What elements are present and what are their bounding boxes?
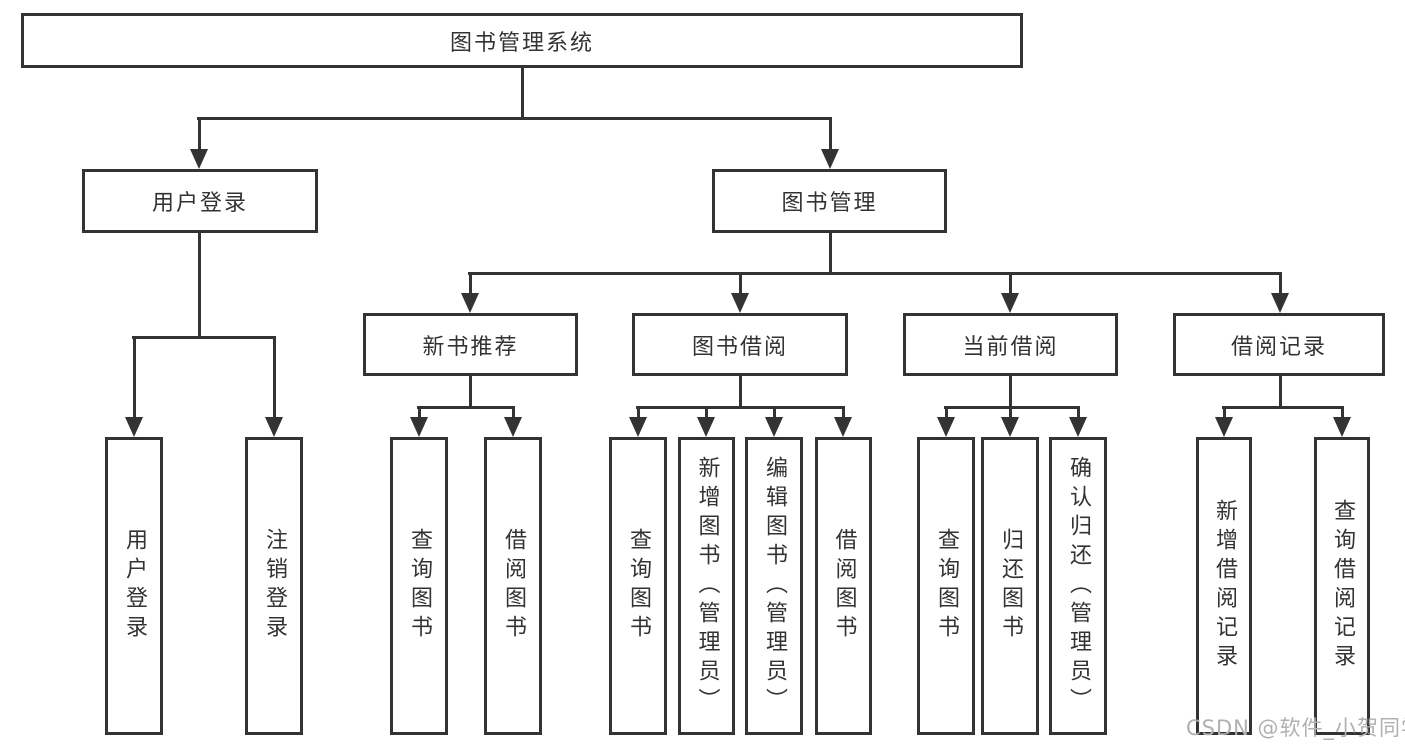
watermark-text: CSDN @软件_小贺同学 <box>1186 716 1405 740</box>
arrowhead-icon <box>629 417 647 437</box>
connector-line <box>1008 272 1012 296</box>
node-label: 确认归还（管理员） <box>1066 455 1091 717</box>
connector-line <box>197 117 201 152</box>
node-root-library-system: 图书管理系统 <box>21 13 1023 68</box>
node-label: 编辑图书（管理员） <box>762 455 787 717</box>
node-borrowing-records: 借阅记录 <box>1173 313 1385 376</box>
node-leaf-add-book-admin: 新增图书（管理员） <box>678 437 735 735</box>
connector-line <box>197 116 832 120</box>
connector-line <box>841 406 845 420</box>
node-label: 当前借阅 <box>962 334 1059 360</box>
arrowhead-icon <box>731 293 749 313</box>
connector-line <box>417 405 515 409</box>
node-label: 借阅记录 <box>1230 334 1327 360</box>
arrowhead-icon <box>265 417 283 437</box>
connector-line <box>132 335 276 339</box>
node-leaf-query-books-borrowing: 查询图书 <box>609 437 667 735</box>
connector-line <box>1278 272 1282 296</box>
connector-line <box>197 233 201 339</box>
node-label: 查询借阅记录 <box>1330 499 1355 673</box>
arrowhead-icon <box>410 417 428 437</box>
arrowhead-icon <box>1069 417 1087 437</box>
arrowhead-icon <box>937 417 955 437</box>
node-label: 用户登录 <box>151 191 248 216</box>
connector-line <box>417 406 421 420</box>
node-leaf-add-borrow-record: 新增借阅记录 <box>1196 437 1252 735</box>
node-label: 图书管理系统 <box>449 30 594 56</box>
node-label: 用户登录 <box>122 528 147 644</box>
node-label: 新书推荐 <box>422 334 519 360</box>
node-label: 图书管理 <box>781 191 878 216</box>
connector-line <box>511 406 515 420</box>
connector-line <box>272 336 276 420</box>
node-leaf-borrow-books-borrowing: 借阅图书 <box>815 437 872 735</box>
node-label: 借阅图书 <box>831 528 857 644</box>
connector-line <box>1008 406 1012 420</box>
connector-line <box>468 271 1282 275</box>
node-leaf-borrow-books-recommend: 借阅图书 <box>484 437 542 735</box>
node-user-login: 用户登录 <box>82 169 318 233</box>
node-label: 查询图书 <box>934 528 959 644</box>
arrowhead-icon <box>1001 293 1019 313</box>
arrowhead-icon <box>1001 417 1019 437</box>
arrowhead-icon <box>697 417 715 437</box>
connector-line <box>636 406 640 420</box>
arrowhead-icon <box>1215 417 1233 437</box>
connector-line <box>132 336 136 420</box>
connector-line <box>520 68 524 120</box>
node-label: 图书借阅 <box>691 334 788 360</box>
node-current-borrowing: 当前借阅 <box>903 313 1118 376</box>
node-leaf-query-books-current: 查询图书 <box>917 437 975 735</box>
node-leaf-query-borrow-record: 查询借阅记录 <box>1314 437 1370 735</box>
connector-line <box>772 406 776 420</box>
node-label: 新增图书（管理员） <box>694 455 720 717</box>
node-book-management: 图书管理 <box>712 169 947 233</box>
arrowhead-icon <box>1271 293 1289 313</box>
connector-line <box>704 406 708 420</box>
connector-line <box>944 406 948 420</box>
connector-line <box>828 233 832 275</box>
node-label: 查询图书 <box>407 528 432 644</box>
arrowhead-icon <box>834 417 852 437</box>
node-new-book-recommend: 新书推荐 <box>363 313 578 376</box>
connector-line <box>1076 406 1080 420</box>
arrowhead-icon <box>461 293 479 313</box>
connector-line <box>738 272 742 296</box>
connector-line <box>468 376 472 409</box>
connector-line <box>738 376 742 409</box>
connector-line <box>828 117 832 152</box>
connector-line <box>468 272 472 296</box>
arrowhead-icon <box>765 417 783 437</box>
node-label: 借阅图书 <box>501 528 526 644</box>
connector-line <box>1008 376 1012 409</box>
connector-line <box>636 405 845 409</box>
node-leaf-query-books-recommend: 查询图书 <box>390 437 448 735</box>
node-leaf-return-book: 归还图书 <box>981 437 1039 735</box>
node-leaf-confirm-return-admin: 确认归还（管理员） <box>1049 437 1107 735</box>
node-leaf-logout: 注销登录 <box>245 437 303 735</box>
node-leaf-user-login: 用户登录 <box>105 437 163 735</box>
arrowhead-icon <box>504 417 522 437</box>
connector-line <box>1222 405 1344 409</box>
node-label: 查询图书 <box>626 528 651 644</box>
node-label: 注销登录 <box>262 528 287 644</box>
node-book-borrowing: 图书借阅 <box>632 313 848 376</box>
node-leaf-edit-book-admin: 编辑图书（管理员） <box>745 437 803 735</box>
arrowhead-icon <box>190 149 208 169</box>
arrowhead-icon <box>821 149 839 169</box>
connector-line <box>1278 376 1282 409</box>
connector-line <box>944 405 1080 409</box>
node-label: 新增借阅记录 <box>1212 499 1237 673</box>
arrowhead-icon <box>125 417 143 437</box>
node-label: 归还图书 <box>998 528 1023 644</box>
connector-line <box>1340 406 1344 420</box>
connector-line <box>1222 406 1226 420</box>
arrowhead-icon <box>1333 417 1351 437</box>
